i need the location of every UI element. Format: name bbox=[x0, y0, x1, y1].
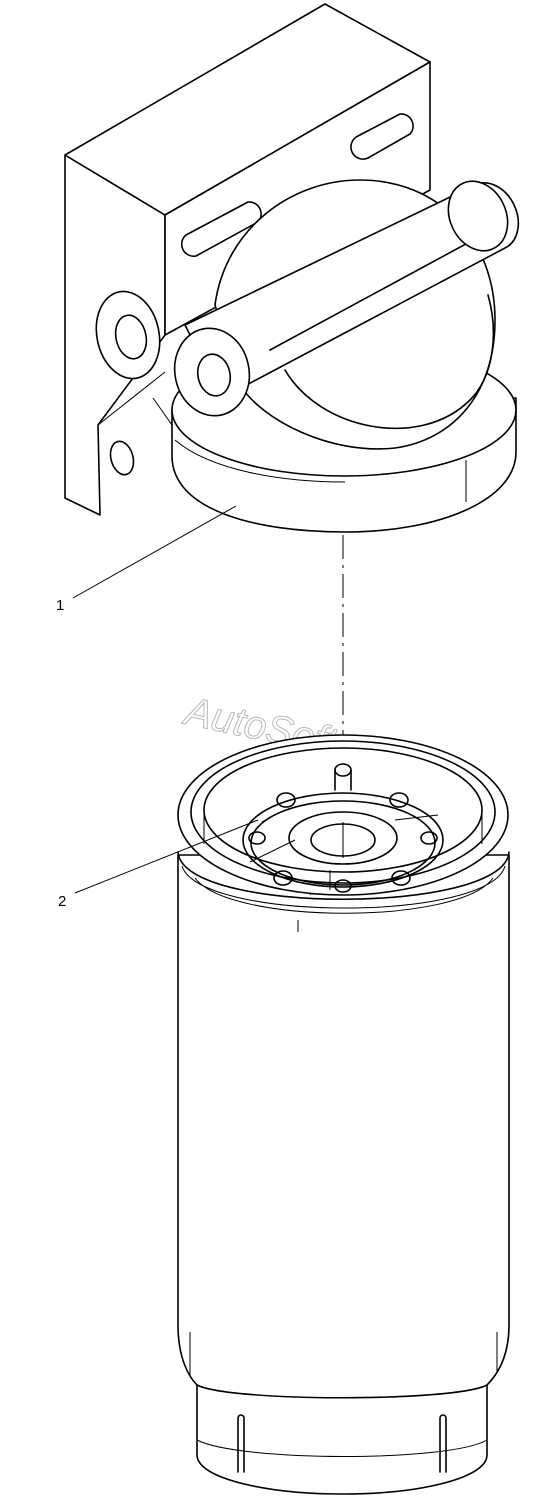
inner-plate bbox=[242, 763, 444, 893]
filter-cartridge: 2 bbox=[58, 734, 510, 1495]
port-tube bbox=[152, 180, 520, 426]
callout-1: 1 bbox=[56, 597, 64, 614]
callout-1-leader bbox=[72, 505, 237, 599]
filter-head: 1 bbox=[56, 3, 520, 614]
callout-2-leader bbox=[74, 819, 259, 894]
canister-body bbox=[177, 854, 510, 1495]
callout-2: 2 bbox=[58, 893, 66, 910]
top-seam bbox=[177, 851, 510, 932]
